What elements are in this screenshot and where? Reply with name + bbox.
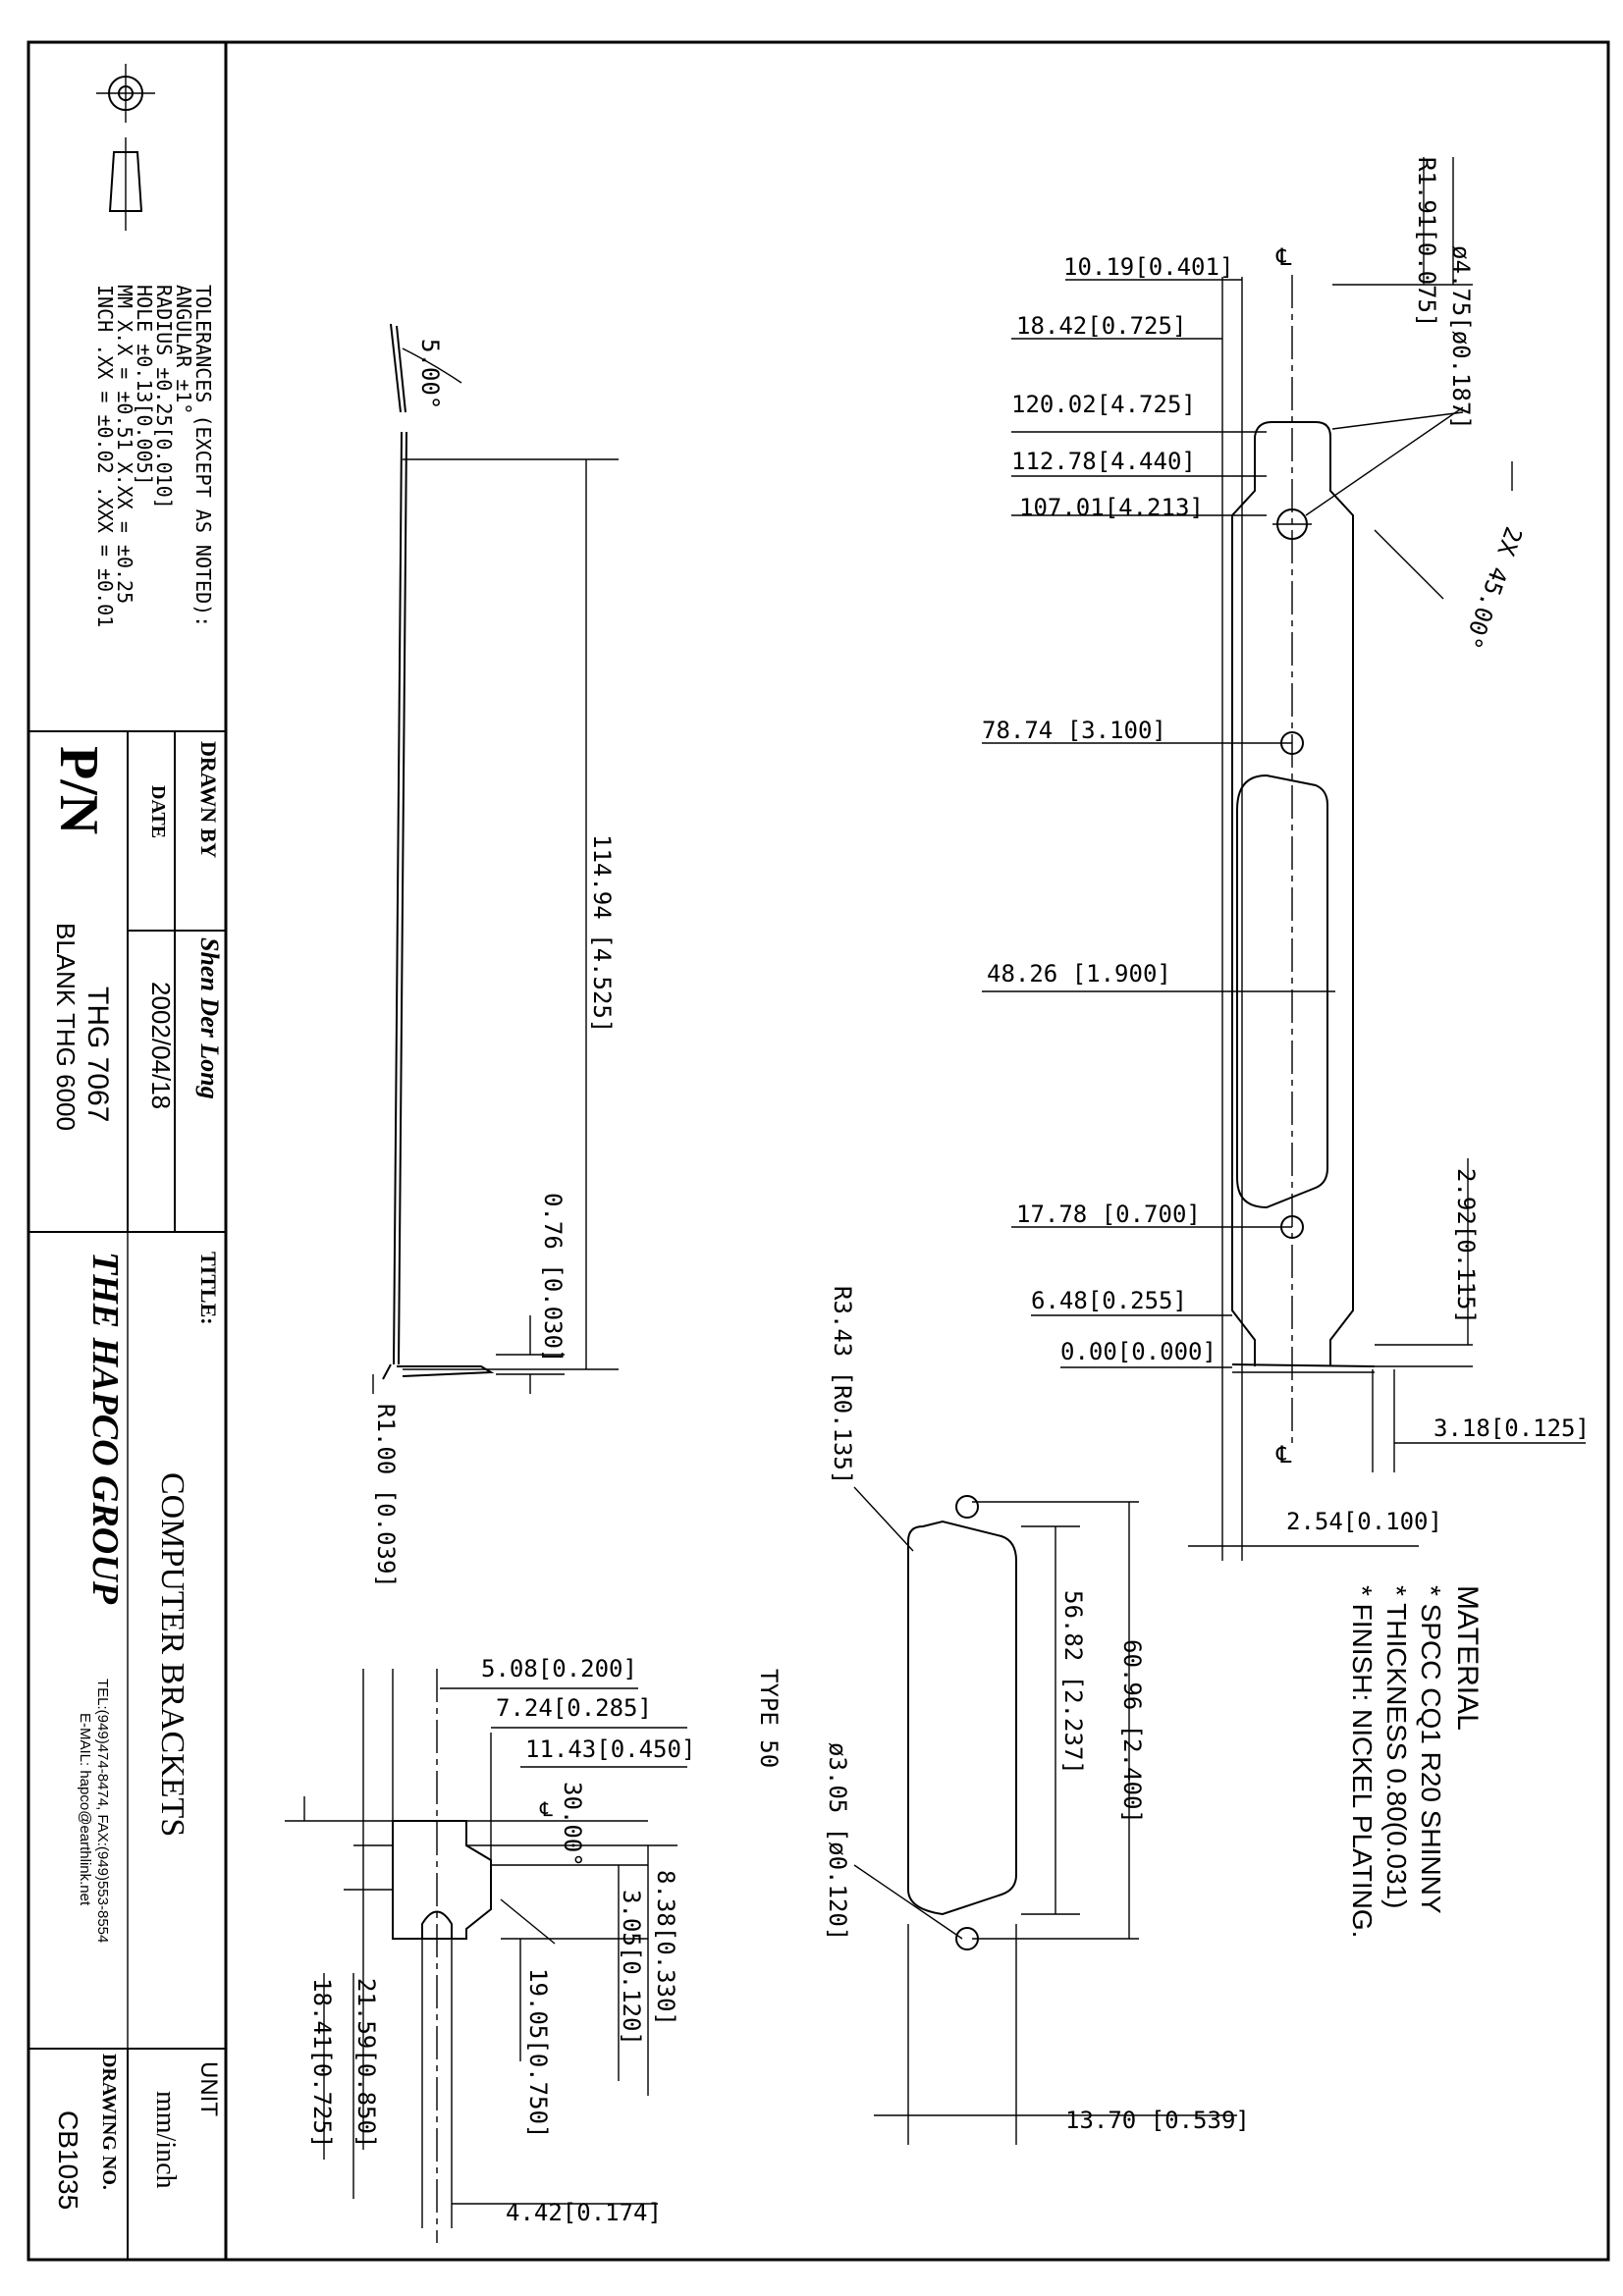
dim-2-54: 2.54[0.100]: [1286, 1508, 1442, 1535]
dim-r1-00: R1.00 [0.039]: [372, 1404, 400, 1588]
company-name: THE HAPCO GROUP: [84, 1252, 126, 1605]
material-line-1: * SPCC CQ1 R20 SHINNY: [1416, 1585, 1446, 1914]
side-view: [372, 323, 619, 1394]
dim-18-41: 18.41[0.725]: [308, 1978, 336, 2148]
dim-dia-4-75: ø4.75[ø0.187]: [1447, 245, 1475, 430]
title-label: TITLE:: [196, 1252, 221, 1325]
dim-dia-3-05: ø3.05 [ø0.120]: [824, 1742, 851, 1941]
contact-tel: TEL:(949)474-8474, FAX:(949)553-8554: [94, 1679, 111, 1943]
dimension-labels-horizontal: 10.19[0.401] 18.42[0.725] 120.02[4.725] …: [481, 253, 1590, 2226]
bottom-left-detail: ℄: [285, 1669, 687, 2243]
dim-r3-43: R3.43 [R0.135]: [829, 1286, 856, 1484]
dim-17-78: 17.78 [0.700]: [1016, 1201, 1201, 1228]
dim-8-38: 8.38[0.330]: [652, 1870, 679, 2026]
dim-120-02: 120.02[4.725]: [1011, 391, 1196, 418]
material-line-2: * THICKNESS 0.80(0.031): [1381, 1585, 1412, 1908]
dim-6-48: 6.48[0.255]: [1031, 1287, 1187, 1314]
unit-label: UNIT: [195, 2061, 222, 2116]
tolerance-line-1: TOLERANCES (EXCEPT AS NOTED):: [191, 285, 215, 627]
projection-symbol-icon: [96, 64, 155, 231]
blank-value: BLANK THG 6000: [51, 923, 81, 1131]
dim-13-70: 13.70 [0.539]: [1065, 2107, 1250, 2134]
dim-11-43: 11.43[0.450]: [525, 1735, 695, 1763]
pn-value: THG 7067: [81, 987, 114, 1122]
tolerance-line-4: HOLE ±0.13[0.005]: [133, 285, 156, 486]
date-label: DATE: [147, 785, 169, 838]
date-value: 2002/04/18: [146, 982, 176, 1109]
dim-30: 30.00°: [559, 1782, 586, 1867]
front-view: ℄ ℄: [982, 157, 1586, 1561]
drawing-no-value: CB1035: [53, 2110, 83, 2210]
dim-48-26: 48.26 [1.900]: [987, 960, 1171, 988]
drawn-by-value: Shen Der Long: [195, 937, 224, 1099]
dim-19-05: 19.05[0.750]: [524, 1968, 552, 2138]
centerline-symbol-top: ℄: [1275, 243, 1292, 271]
dim-0-00: 0.00[0.000]: [1060, 1338, 1217, 1365]
connector-detail: [853, 1486, 1237, 2145]
type-label: TYPE 50: [755, 1669, 783, 1768]
dim-4-42: 4.42[0.174]: [506, 2199, 662, 2226]
dim-56-82: 56.82 [2.237]: [1059, 1590, 1087, 1775]
dim-78-74: 78.74 [3.100]: [982, 717, 1166, 744]
dim-2x-45: 2X 45.00°: [1458, 523, 1528, 653]
tolerance-line-3: RADIUS ±0.25[0.010]: [152, 285, 176, 509]
tolerance-line-5: MM X.X = ±0.51 X.XX = ±0.25: [113, 285, 136, 604]
dim-angle-5: 5.00°: [416, 339, 444, 409]
drawing-no-label: DRAWING NO.: [98, 2054, 120, 2190]
dim-7-24: 7.24[0.285]: [496, 1694, 652, 1722]
dim-r1-91: R1.91[0.075]: [1413, 157, 1440, 327]
dim-0-76: 0.76 [0.030]: [539, 1193, 567, 1362]
border: [27, 40, 1610, 2262]
material-heading: MATERIAL: [1451, 1585, 1484, 1731]
unit-value: mm/inch: [150, 2091, 181, 2189]
centerline-symbol-detail: ℄: [539, 1797, 553, 1821]
tolerance-line-6: INCH .XX = ±0.02 .XXX = ±0.01: [93, 285, 117, 627]
dim-5-08: 5.08[0.200]: [481, 1655, 637, 1682]
dim-10-19: 10.19[0.401]: [1063, 253, 1233, 281]
dim-3-05: 3.05[0.120]: [618, 1890, 645, 2046]
centerline-symbol-bottom: ℄: [1275, 1441, 1292, 1468]
dim-60-96: 60.96 [2.400]: [1118, 1639, 1146, 1824]
dim-3-18: 3.18[0.125]: [1434, 1415, 1590, 1442]
dim-21-59: 21.59[0.850]: [352, 1978, 380, 2148]
dim-107-01: 107.01[4.213]: [1019, 494, 1204, 521]
contact-email: E-MAIL: hapco@earthlink.net: [77, 1713, 93, 1906]
material-line-3: * FINISH: NICKEL PLATING.: [1347, 1585, 1378, 1938]
dim-114-94: 114.94 [4.525]: [588, 834, 616, 1033]
title-value: COMPUTER BRACKETS: [154, 1472, 190, 1837]
tolerance-line-2: ANGULAR ±1°: [172, 285, 195, 414]
title-block: TOLERANCES (EXCEPT AS NOTED): ANGULAR ±1…: [28, 64, 226, 2260]
drawn-by-label: DRAWN BY: [196, 741, 221, 858]
dim-112-78: 112.78[4.440]: [1011, 448, 1196, 475]
dim-2-92: 2.92[0.115]: [1452, 1168, 1480, 1324]
dim-18-42: 18.42[0.725]: [1016, 312, 1186, 340]
pn-label: P/N: [48, 746, 109, 834]
